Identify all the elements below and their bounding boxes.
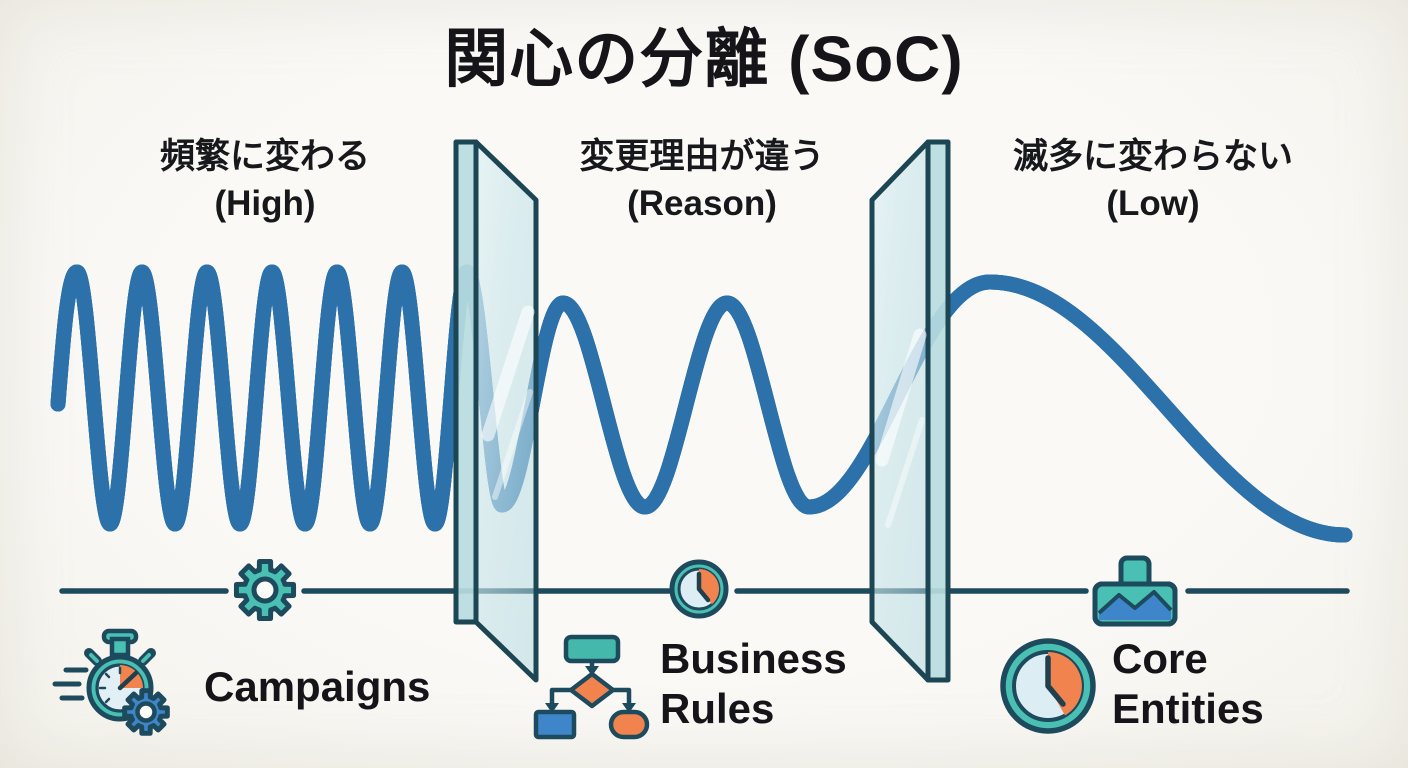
clock-icon xyxy=(669,559,729,619)
glass-panel-left xyxy=(453,139,539,683)
item-label-business-rules: Business Rules xyxy=(660,635,847,732)
change-wave xyxy=(50,264,1353,543)
section-high-en: (High) xyxy=(214,184,316,224)
section-label-high: 頻繁に変わる (High) xyxy=(55,133,475,227)
section-low-en: (Low) xyxy=(1106,184,1200,224)
stopwatch-gear-icon xyxy=(52,628,167,733)
item-label-core-entities: Core Entities xyxy=(1112,635,1264,732)
section-label-low: 滅多に変わらない (Low) xyxy=(943,133,1363,227)
section-reason-en: (Reason) xyxy=(627,184,777,224)
item-label-campaigns: Campaigns xyxy=(204,663,431,710)
section-label-reason: 変更理由が違う (Reason) xyxy=(492,133,912,227)
gear-icon xyxy=(236,561,293,618)
section-low-jp: 滅多に変わらない xyxy=(1012,137,1293,176)
large-clock-icon xyxy=(1000,638,1096,734)
glass-panel-right xyxy=(869,139,951,683)
section-high-jp: 頻繁に変わる xyxy=(159,137,370,176)
section-reason-jp: 変更理由が違う xyxy=(579,137,825,176)
archive-stamp-icon xyxy=(1092,555,1178,627)
flowchart-icon xyxy=(533,634,650,740)
page-title: 関心の分離 (SoC) xyxy=(444,23,964,95)
